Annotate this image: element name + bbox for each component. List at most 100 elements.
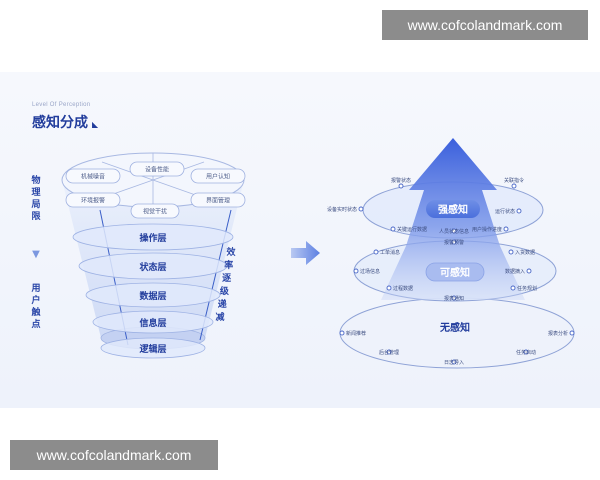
ring-node: 报警状态 — [391, 177, 411, 189]
ring-node: 过程数据 — [386, 285, 413, 292]
ring-node-label: 数据摘入 — [505, 268, 525, 275]
ring-node-label: 任务启动 — [516, 349, 536, 356]
funnel-top-node-label: 用户认知 — [206, 173, 230, 181]
ring-node-label: 人员状态信息 — [439, 228, 469, 235]
ring-node-label: 报表通知 — [444, 295, 464, 302]
section-title: 感知分成 ◣ — [32, 112, 98, 132]
ring-node: 关键运行数据 — [390, 226, 427, 233]
ring-node-dot — [386, 285, 392, 291]
funnel-layer-label: 数据层 — [139, 290, 166, 302]
ring-node-dot — [569, 330, 575, 336]
ring-node: 报表分析 — [548, 330, 575, 337]
ring-node: 任务规划 — [510, 285, 537, 292]
transition-arrow — [291, 241, 320, 265]
efficiency-label-char: 减 — [215, 311, 224, 323]
ring-node-dot — [451, 228, 457, 234]
funnel-top-node: 设备性能 — [129, 161, 185, 177]
ring-node: 过场信息 — [353, 268, 380, 275]
funnel-layer: 数据层 — [85, 282, 221, 308]
ring-node: 后台管理 — [379, 349, 399, 356]
funnel-layer: 信息层 — [92, 310, 214, 334]
ring-node-dot — [358, 206, 364, 212]
ring-node-label: 关键运行数据 — [397, 226, 427, 233]
ring-node: 日志导入 — [444, 359, 464, 366]
ring-node-dot — [451, 359, 457, 365]
funnel-top-node: 机械噪音 — [65, 168, 121, 184]
funnel-layer-label: 操作层 — [139, 232, 166, 244]
ring-node-dot — [451, 295, 457, 301]
section-title-text: 感知分成 — [32, 115, 88, 131]
funnel-layer: 操作层 — [72, 223, 234, 251]
ring-pills — [425, 200, 485, 282]
left-down-arrow-icon: ▼ — [32, 249, 40, 260]
ring-node: 报警预警 — [444, 239, 464, 246]
section-subtitle: Level Of Perception — [32, 102, 91, 108]
ring-node-dot — [526, 268, 532, 274]
ring-node-label: 报表分析 — [548, 330, 568, 337]
ring-node-dot — [508, 249, 514, 255]
strength-arrow — [381, 138, 525, 300]
ring-node-label: 报警预警 — [444, 239, 464, 246]
funnel-top-node-label: 机械噪音 — [81, 173, 105, 181]
left-bottom-label: 用户触点 — [31, 284, 41, 330]
ring-label-middle: 可感知 — [440, 266, 470, 279]
ring-node-label: 报警状态 — [391, 177, 411, 184]
efficiency-label-char: 效 — [226, 246, 236, 258]
ring-node-dot — [523, 349, 529, 355]
ring-node-label: 关联指令 — [504, 177, 524, 184]
watermark-bottom: www.cofcolandmark.com — [10, 440, 218, 470]
ring-node: 人员状态信息 — [439, 228, 469, 235]
watermark-top: www.cofcolandmark.com — [382, 10, 588, 40]
ring-node-dot — [398, 183, 404, 189]
ring-node-dot — [353, 268, 359, 274]
ring-node-label: 日志导入 — [444, 359, 464, 366]
ring-node-dot — [516, 208, 522, 214]
ring-node-dot — [503, 226, 509, 232]
ring-node: 设备实时状态 — [327, 206, 364, 213]
ring-node-label: 设备实时状态 — [327, 206, 357, 213]
efficiency-label-char: 递 — [218, 298, 227, 310]
funnel-top-node-label: 环境报警 — [81, 197, 105, 205]
ring-node-dot — [390, 226, 396, 232]
ring-node: 工单消息 — [373, 249, 400, 256]
ring-node-label: 任务规划 — [517, 285, 537, 292]
ring-node: 入货数据 — [508, 249, 535, 256]
ring-node: 任务启动 — [516, 349, 536, 356]
ring-node-label: 入货数据 — [515, 249, 535, 256]
funnel-top-node-label: 界面管理 — [206, 197, 230, 205]
ring-node: 报表通知 — [444, 295, 464, 302]
ring-node-dot — [511, 183, 517, 189]
funnel-top-node: 用户认知 — [190, 168, 246, 184]
left-top-label: 物理局限 — [31, 176, 41, 222]
ring-node-label: 用户操作进度 — [472, 226, 502, 233]
ring-node-dot — [510, 285, 516, 291]
efficiency-label-char: 率 — [224, 259, 233, 271]
efficiency-label-char: 逐 — [222, 273, 231, 284]
ring-node-label: 新闻推荐 — [346, 330, 366, 337]
ring-node: 用户操作进度 — [472, 226, 509, 233]
efficiency-label-char: 级 — [219, 285, 230, 297]
ring-node-label: 过场信息 — [360, 268, 380, 275]
funnel-layer-label: 状态层 — [139, 261, 166, 273]
ring-node: 数据摘入 — [505, 268, 532, 275]
funnel-top-node: 界面管理 — [190, 192, 246, 208]
ring-label-bottom: 无感知 — [439, 321, 470, 334]
title-pointer-icon: ◣ — [92, 120, 99, 129]
funnel-top-node: 视觉干扰 — [130, 203, 180, 219]
ring-node-label: 运行状态 — [495, 208, 515, 215]
funnel-layer: 状态层 — [78, 252, 228, 280]
ring-node: 运行状态 — [495, 208, 522, 215]
ring-node-dot — [386, 349, 392, 355]
funnel-layer: 逻辑层 — [100, 337, 206, 359]
ring-node-dot — [451, 239, 457, 245]
funnel-layer-label: 信息层 — [139, 317, 166, 329]
funnel-layer-label: 逻辑层 — [138, 343, 166, 355]
ring-node-dot — [339, 330, 345, 336]
funnel-top-node-label: 视觉干扰 — [143, 208, 167, 216]
funnel-top-node: 环境报警 — [65, 192, 121, 208]
ring-label-top: 强感知 — [438, 203, 468, 216]
funnel-top-node-label: 设备性能 — [145, 166, 169, 174]
ring-node-label: 后台管理 — [379, 349, 399, 356]
